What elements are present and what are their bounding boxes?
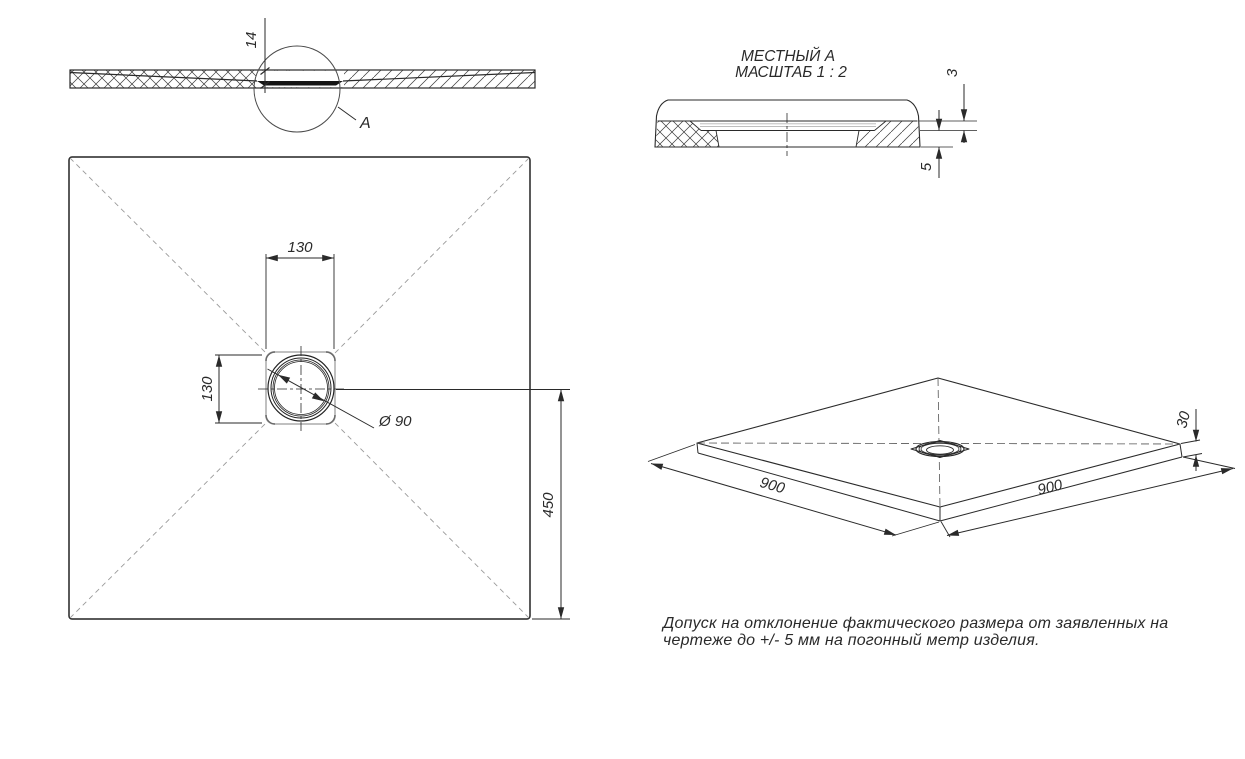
dim-900-left: 900 (647, 444, 940, 537)
detail-title-line2: МАСШТАБ 1 : 2 (735, 64, 847, 81)
iso-drain (910, 440, 970, 458)
tray-outline-plan (68, 156, 531, 620)
dim-label-130-v: 130 (199, 376, 216, 402)
detail-label-a: A (359, 115, 371, 132)
dim-diameter-90: Ø 90 (267, 368, 412, 430)
dim-label-5: 5 (918, 162, 935, 171)
plan-view: 130 130 Ø 90 450 (68, 156, 570, 620)
detail-callout-a: A (253, 45, 371, 133)
dim-label-3: 3 (944, 68, 961, 77)
dim-label-30: 30 (1173, 409, 1194, 430)
section-body-outline (69, 69, 536, 89)
dim-label-130-h: 130 (287, 239, 313, 256)
dim-label-diameter: Ø 90 (378, 413, 412, 430)
detail-inner-lines (657, 113, 918, 156)
iso-view: 900 900 30 (647, 377, 1236, 538)
dim-450: 450 (336, 389, 570, 620)
drain-flange-section (257, 81, 343, 86)
dim-130-vertical: 130 (199, 354, 262, 424)
dim-label-450: 450 (540, 492, 557, 518)
dim-label-900-left: 900 (758, 474, 787, 497)
dim-130-horizontal: 130 (265, 239, 335, 349)
dim-3: 3 (919, 68, 977, 143)
note-line1: Допуск на отклонение фактического размер… (661, 615, 1168, 632)
dim-900-right: 900 (940, 456, 1236, 538)
detail-hatch (655, 121, 920, 147)
dim-5: 5 (918, 110, 953, 178)
slope-diagonals (69, 157, 530, 619)
tolerance-note: Допуск на отклонение фактического размер… (661, 615, 1168, 649)
drain-centerlines (258, 346, 344, 431)
dim-label-900-right: 900 (1036, 476, 1065, 498)
dim-30: 30 (1173, 409, 1203, 471)
section-view: A 14 (69, 18, 536, 133)
detail-title-line1: МЕСТНЫЙ А (741, 47, 835, 65)
drain-corner-accents (265, 351, 336, 425)
drain-plan (258, 346, 344, 431)
detail-view-a: МЕСТНЫЙ А МАСШТАБ 1 : 2 3 (654, 47, 977, 178)
note-line2: чертеже до +/- 5 мм на погонный метр изд… (663, 632, 1040, 649)
dim-label-14: 14 (243, 32, 260, 49)
dim-14: 14 (243, 18, 270, 93)
